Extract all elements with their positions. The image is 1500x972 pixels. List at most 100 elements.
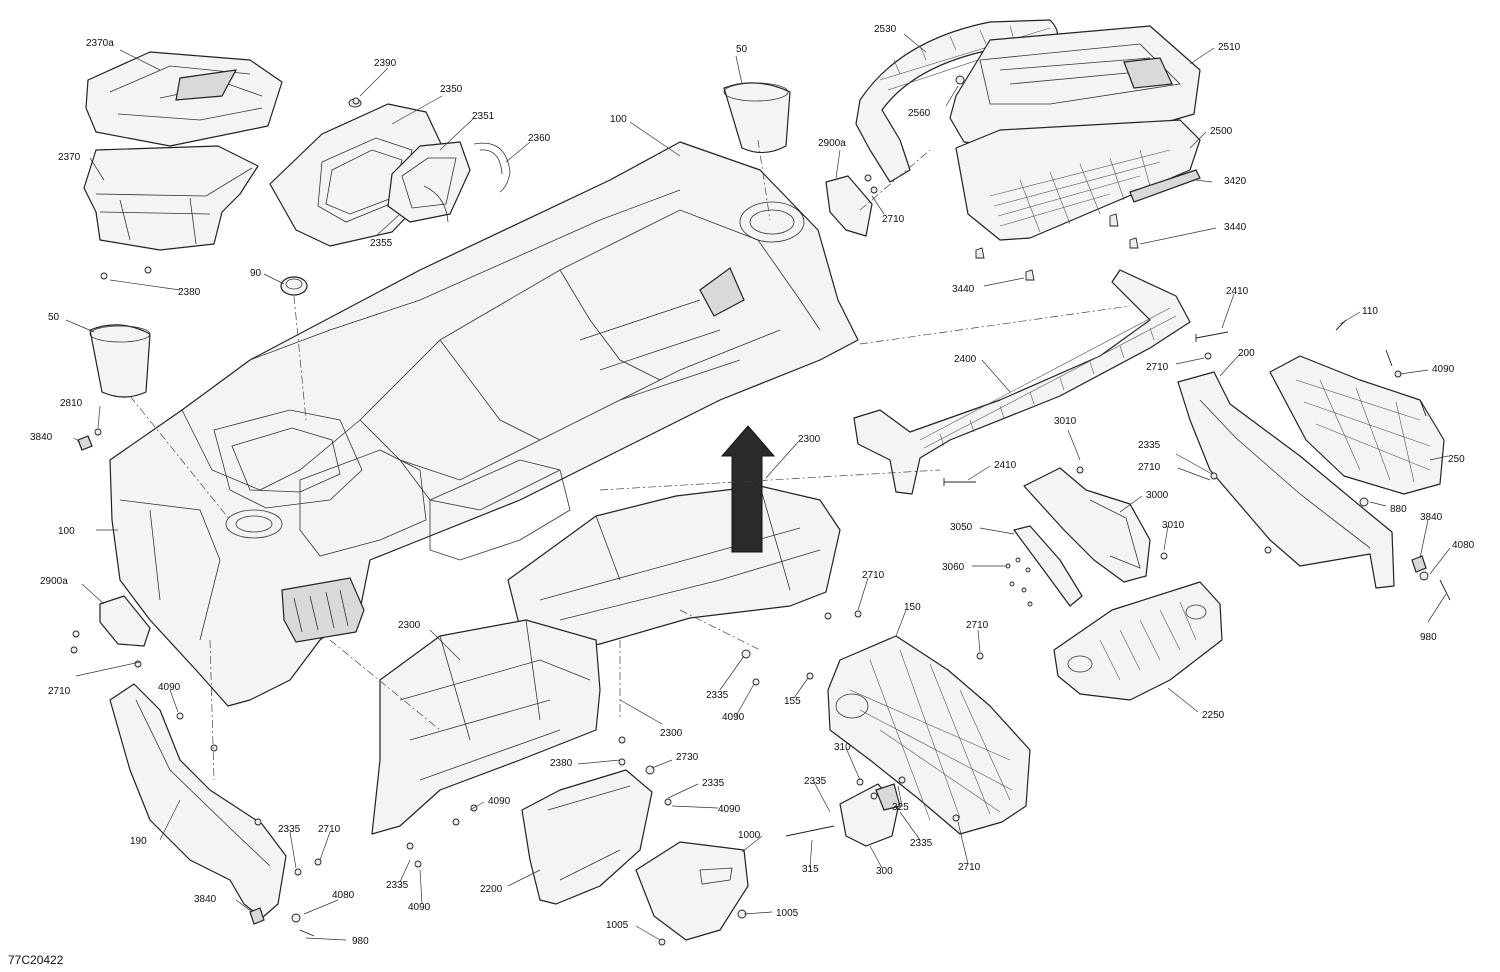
part-2400-crossbar xyxy=(853,269,1191,495)
callout-label: 2390 xyxy=(374,58,397,69)
part-2300-lower-glovebox xyxy=(371,619,601,835)
part-2250-vent-panel xyxy=(1053,581,1223,701)
callout-label: 2410 xyxy=(1226,286,1249,297)
callout-label: 2560 xyxy=(908,108,931,119)
callout-label: 3440 xyxy=(952,284,975,295)
part-3050-bracket xyxy=(1013,525,1083,607)
part-250-bracket xyxy=(1269,355,1445,495)
callout-label: 190 xyxy=(130,836,147,847)
part-2350-vent-housing xyxy=(269,98,511,247)
callout-label: 2710 xyxy=(48,686,71,697)
callout-label: 2410 xyxy=(994,460,1017,471)
callout-label: 315 xyxy=(802,864,819,875)
callout-label: 2351 xyxy=(472,111,495,122)
callout-label: 4090 xyxy=(408,902,431,913)
callout-label: 1005 xyxy=(776,908,799,919)
part-1000-pocket xyxy=(635,841,749,941)
callout-label: 2335 xyxy=(702,778,725,789)
assembly-direction-arrow xyxy=(720,425,776,553)
callout-label: 2710 xyxy=(882,214,905,225)
leader-lines xyxy=(65,33,1451,941)
callout-label: 2900a xyxy=(818,138,846,149)
callout-label: 1000 xyxy=(738,830,761,841)
part-190-side-bracket xyxy=(109,683,287,919)
callout-label: 2530 xyxy=(874,24,897,35)
part-300-switch xyxy=(839,783,901,847)
callout-label: 3440 xyxy=(1224,222,1247,233)
callout-label: 3060 xyxy=(942,562,965,573)
callout-label: 2500 xyxy=(1210,126,1233,137)
part-2200-lower-panel xyxy=(521,769,653,905)
part-2900a-bracket-top xyxy=(825,175,873,237)
callout-label: 2370 xyxy=(58,152,81,163)
callout-label: 3840 xyxy=(30,432,53,443)
callout-label: 110 xyxy=(1362,306,1378,317)
callout-label: 2335 xyxy=(278,824,301,835)
callout-label: 4080 xyxy=(332,890,355,901)
callout-label: 2300 xyxy=(660,728,683,739)
callout-label: 2380 xyxy=(550,758,573,769)
callout-label: 2300 xyxy=(398,620,421,631)
part-2370-bin xyxy=(83,145,259,251)
callout-label: 4090 xyxy=(718,804,741,815)
callout-label: 2710 xyxy=(958,862,981,873)
part-2370a-lid xyxy=(85,51,283,147)
callout-label: 2710 xyxy=(862,570,885,581)
part-50-cupholder-top xyxy=(723,82,791,154)
part-2300-upper-glovebox xyxy=(507,485,841,651)
callout-labels: 2370a 2390 2350 2351 2360 2370 2355 2380… xyxy=(30,24,1475,947)
callout-label: 325 xyxy=(892,802,909,813)
callout-label: 4090 xyxy=(488,796,511,807)
callout-label: 310 xyxy=(834,742,851,753)
part-2500-tray xyxy=(955,119,1201,241)
callout-label: 2250 xyxy=(1202,710,1225,721)
callout-label: 2370a xyxy=(86,38,114,49)
part-100-dashboard xyxy=(109,141,859,707)
callout-label: 3050 xyxy=(950,522,973,533)
drawing-code: 77C20422 xyxy=(8,953,64,967)
callout-label: 1005 xyxy=(606,920,629,931)
callout-label: 2710 xyxy=(1146,362,1169,373)
callout-label: 50 xyxy=(736,44,748,55)
part-2510-lid xyxy=(949,25,1201,151)
callout-label: 2710 xyxy=(966,620,989,631)
part-3000-duct xyxy=(1023,467,1151,583)
callout-label: 2335 xyxy=(386,880,409,891)
callout-label: 2730 xyxy=(676,752,699,763)
callout-label: 200 xyxy=(1238,348,1255,359)
part-3420-strip xyxy=(1129,169,1201,203)
callout-label: 100 xyxy=(610,114,627,125)
callout-label: 3840 xyxy=(1420,512,1443,523)
callout-label: 3840 xyxy=(194,894,217,905)
callout-label: 100 xyxy=(58,526,75,537)
alignment-lines xyxy=(129,139,1131,781)
callout-label: 2900a xyxy=(40,576,68,587)
callout-label: 2380 xyxy=(178,287,201,298)
callout-label: 2335 xyxy=(1138,440,1161,451)
callout-label: 90 xyxy=(250,268,262,279)
callout-label: 50 xyxy=(48,312,60,323)
callout-label: 2350 xyxy=(440,84,463,95)
callout-label: 980 xyxy=(352,936,369,947)
callout-label: 155 xyxy=(784,696,801,707)
callout-label: 2400 xyxy=(954,354,977,365)
callout-label: 4080 xyxy=(1452,540,1475,551)
callout-label: 4090 xyxy=(1432,364,1455,375)
part-2900a-bracket-left xyxy=(99,595,151,647)
callout-label: 3010 xyxy=(1162,520,1185,531)
callout-label: 980 xyxy=(1420,632,1437,643)
callout-label: 150 xyxy=(904,602,921,613)
callout-label: 3000 xyxy=(1146,490,1169,501)
callout-label: 2710 xyxy=(1138,462,1161,473)
callout-label: 4090 xyxy=(158,682,181,693)
callout-label: 2335 xyxy=(804,776,827,787)
callout-label: 880 xyxy=(1390,504,1407,515)
callout-label: 2355 xyxy=(370,238,393,249)
callout-label: 2335 xyxy=(706,690,729,701)
callout-label: 2200 xyxy=(480,884,503,895)
callout-label: 2300 xyxy=(798,434,821,445)
callout-label: 3010 xyxy=(1054,416,1077,427)
callout-label: 2810 xyxy=(60,398,83,409)
callout-label: 300 xyxy=(876,866,893,877)
